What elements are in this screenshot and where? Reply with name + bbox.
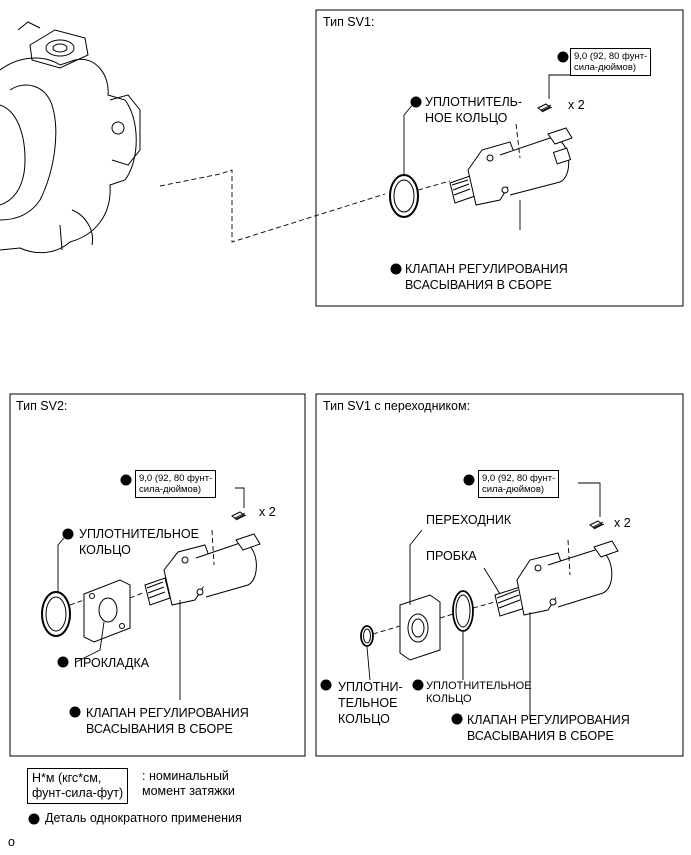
sv1-o-ring-line-1: УПЛОТНИТЕЛЬ- — [425, 95, 523, 109]
sv1-adapter-small-o-ring-line-2: ТЕЛЬНОЕ — [338, 696, 398, 710]
legend-torque-desc-line-2: момент затяжки — [142, 784, 235, 798]
sv1-valve-line-1: КЛАПАН РЕГУЛИРОВАНИЯ — [405, 262, 568, 276]
sv2-o-ring-line-1: УПЛОТНИТЕЛЬНОЕ — [79, 527, 199, 541]
panel-sv1-adapter-title: Тип SV1 с переходником: — [323, 399, 471, 413]
sv2-torque-line-2: сила-дюймов) — [139, 484, 202, 495]
sv1-adapter-plug-label: ПРОБКА — [426, 549, 477, 563]
sv1-adapter-large-o-ring-line-2: КОЛЬЦО — [426, 693, 472, 705]
sv2-valve-line-1: КЛАПАН РЕГУЛИРОВАНИЯ — [86, 706, 249, 720]
sv1-adapter-torque-spec: 9,0 (92, 80 фунт- сила-дюймов) — [478, 470, 560, 498]
panel-sv1-frame — [315, 9, 684, 307]
sv1-valve-line-2: ВСАСЫВАНИЯ В СБОРЕ — [405, 278, 552, 292]
sv2-valve-label: КЛАПАН РЕГУЛИРОВАНИЯ ВСАСЫВАНИЯ В СБОРЕ — [86, 705, 249, 737]
legend-torque-unit-line-1: Н*м (кгс*см, — [32, 771, 102, 785]
legend-torque-desc-line-1: : номинальный — [142, 769, 229, 783]
sv1-adapter-small-o-ring-line-1: УПЛОТНИ- — [338, 680, 403, 694]
sv1-valve-label: КЛАПАН РЕГУЛИРОВАНИЯ ВСАСЫВАНИЯ В СБОРЕ — [405, 261, 568, 293]
sv2-gasket-label: ПРОКЛАДКА — [74, 656, 150, 670]
sv1-valve — [389, 127, 573, 218]
sv1-o-ring-label: УПЛОТНИТЕЛЬ- НОЕ КОЛЬЦО — [425, 94, 522, 126]
sv1-adapter-valve-line-2: ВСАСЫВАНИЯ В СБОРЕ — [467, 729, 614, 743]
sv1-adapter-large-o-ring-line-1: УПЛОТНИТЕЛЬНОЕ — [426, 680, 532, 692]
sv1-adapter-valve-line-1: КЛАПАН РЕГУЛИРОВАНИЯ — [467, 713, 630, 727]
panel-sv1-adapter-frame — [315, 393, 684, 757]
fuel-pump-body — [0, 21, 141, 254]
sv2-valve-line-2: ВСАСЫВАНИЯ В СБОРЕ — [86, 722, 233, 736]
footer-mark: o — [8, 835, 15, 849]
sv1-adapter-small-o-ring-label: УПЛОТНИ- ТЕЛЬНОЕ КОЛЬЦО — [338, 679, 403, 727]
sv1-adapter-torque-line-2: сила-дюймов) — [482, 484, 545, 495]
assembly-line-pump — [159, 169, 386, 243]
sv2-o-ring-line-2: КОЛЬЦО — [79, 543, 131, 557]
sv1-adapter-bolt-count: x 2 — [614, 516, 631, 530]
panel-sv2-title: Тип SV2: — [16, 399, 68, 413]
sv1-bolt-count: x 2 — [568, 98, 585, 112]
legend-torque-description: : номинальный момент затяжки — [142, 769, 235, 799]
sv1-adapter-large-o-ring-label: УПЛОТНИТЕЛЬНОЕ КОЛЬЦО — [426, 680, 532, 706]
sv2-bolt-count: x 2 — [259, 505, 276, 519]
sv1-adapter-small-o-ring-line-3: КОЛЬЦО — [338, 712, 390, 726]
legend-single-use-label: Деталь однократного применения — [45, 811, 242, 825]
sv1-adapter-adapter-label: ПЕРЕХОДНИК — [426, 513, 512, 527]
sv1-torque-line-2: сила-дюймов) — [574, 62, 637, 73]
panel-sv1-title: Тип SV1: — [323, 15, 375, 29]
legend-torque-unit-line-2: фунт-сила-фут) — [32, 786, 124, 800]
sv1-torque-line-1: 9,0 (92, 80 фунт- — [574, 51, 648, 62]
legend-torque-unit-box: Н*м (кгс*см, фунт-сила-фут) — [27, 768, 129, 804]
sv1-o-ring-line-2: НОЕ КОЛЬЦО — [425, 111, 508, 125]
sv1-adapter-torque-line-1: 9,0 (92, 80 фунт- — [482, 473, 556, 484]
sv2-o-ring-label: УПЛОТНИТЕЛЬНОЕ КОЛЬЦО — [79, 526, 199, 558]
sv1-adapter-valve-label: КЛАПАН РЕГУЛИРОВАНИЯ ВСАСЫВАНИЯ В СБОРЕ — [467, 712, 630, 744]
sv1-torque-spec: 9,0 (92, 80 фунт- сила-дюймов) — [570, 48, 652, 76]
sv2-torque-spec: 9,0 (92, 80 фунт- сила-дюймов) — [135, 470, 217, 498]
sv2-torque-line-1: 9,0 (92, 80 фунт- — [139, 473, 213, 484]
panel-sv2-frame — [9, 393, 306, 757]
